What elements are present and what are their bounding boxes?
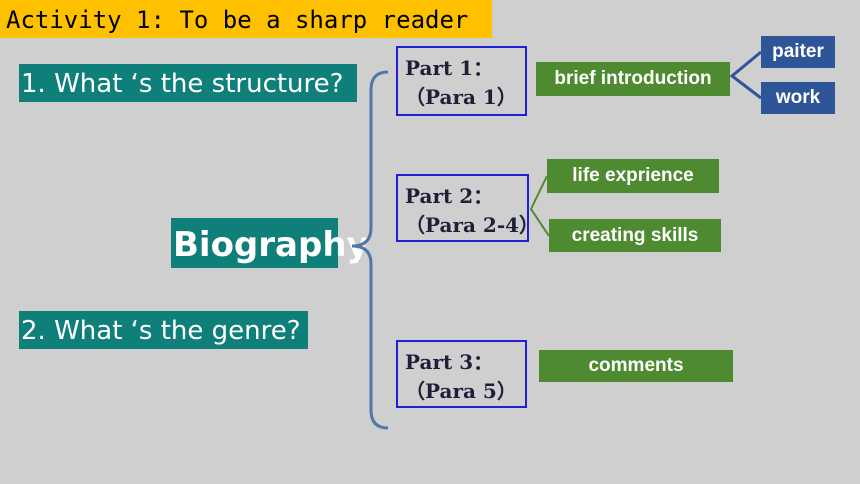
paiter-box: paiter — [761, 36, 835, 68]
part-2-name: Part 2： — [405, 184, 494, 208]
part-3-paras: （Para 5） — [405, 379, 517, 403]
part-3-box: Part 3： （Para 5） — [396, 340, 527, 408]
main-bracket — [351, 70, 389, 430]
part-2-paras: （Para 2-4） — [405, 213, 540, 237]
work-box: work — [761, 82, 835, 114]
slide-title: Activity 1: To be a sharp reader — [0, 0, 492, 38]
part-1-paras: （Para 1） — [405, 85, 517, 109]
brief-introduction-box: brief introduction — [536, 62, 730, 96]
part-3-name: Part 3： — [405, 350, 494, 374]
comments-box: comments — [539, 350, 733, 382]
part2-brace — [529, 175, 550, 237]
part-2-box: Part 2： （Para 2-4） — [396, 174, 540, 242]
life-experience-box: life exprience — [547, 159, 719, 193]
question-genre: 2. What ‘s the genre? — [19, 311, 308, 349]
question-structure: 1. What ‘s the structure? — [19, 64, 357, 102]
part-1-box: Part 1： （Para 1） — [396, 46, 527, 116]
biography-label: Biography — [171, 218, 369, 268]
brief-brace — [729, 50, 762, 100]
creating-skills-box: creating skills — [549, 219, 721, 252]
part-1-name: Part 1： — [405, 56, 494, 80]
